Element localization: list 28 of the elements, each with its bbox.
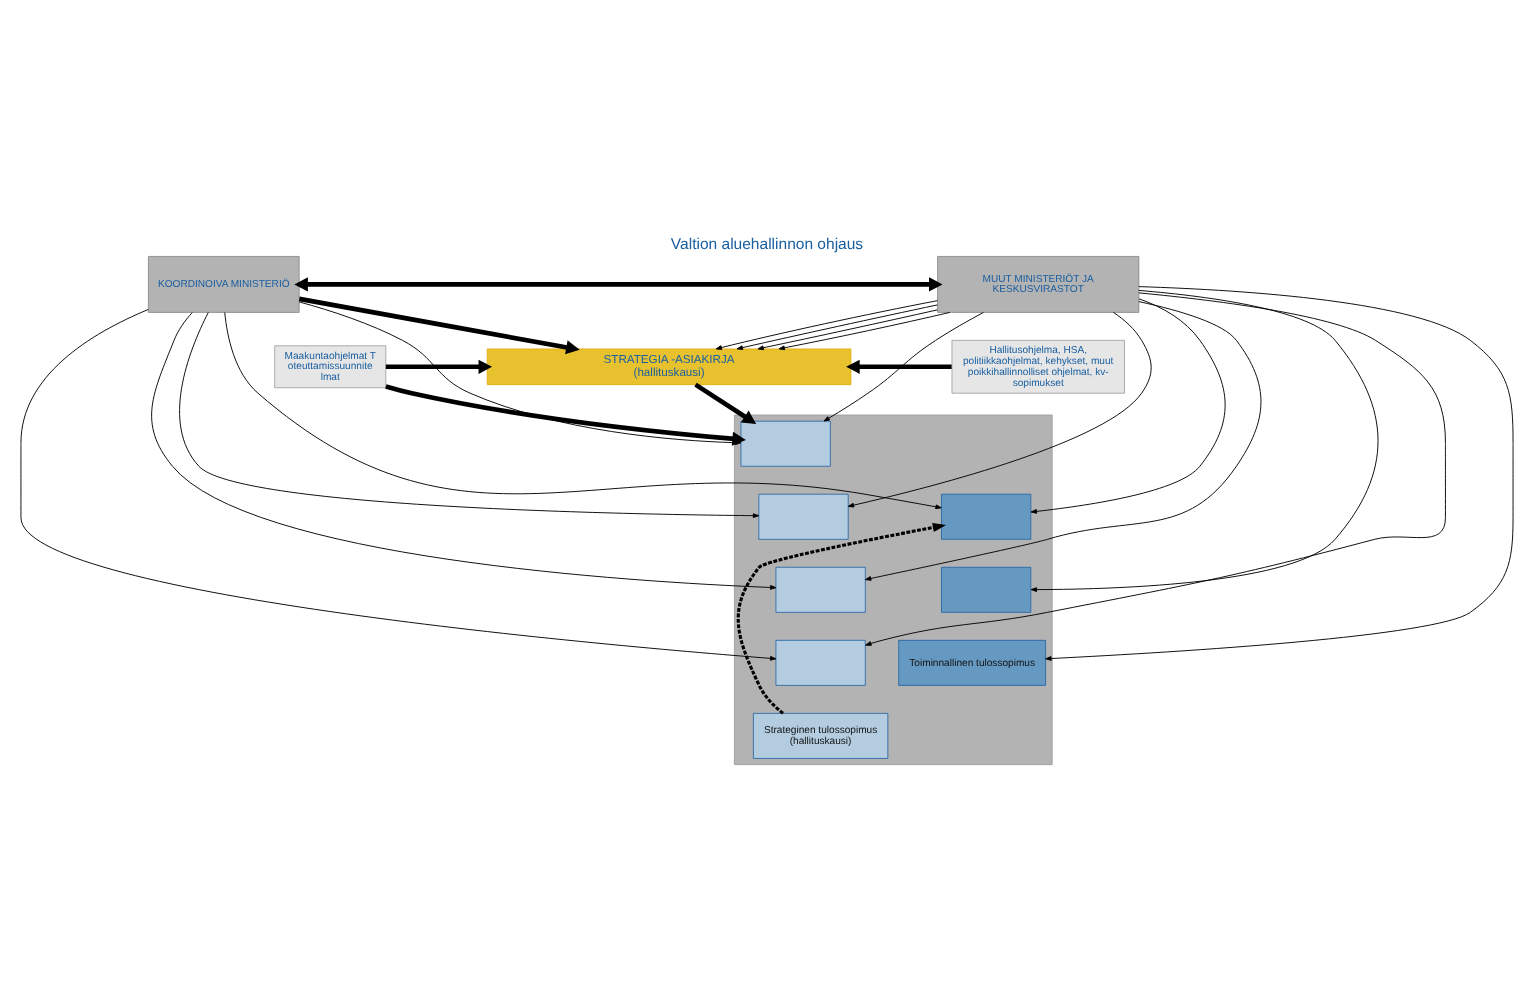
node-box	[740, 420, 831, 467]
node-box	[775, 639, 866, 686]
arrow	[20, 309, 777, 661]
arrow	[715, 300, 938, 350]
diagram-title: Valtion aluehallinnon ohjaus	[670, 234, 864, 253]
arrow	[864, 301, 1262, 581]
arrow	[694, 382, 757, 424]
arrow	[298, 296, 580, 355]
arrow	[179, 312, 760, 519]
node-box	[941, 493, 1032, 540]
arrow	[1045, 286, 1514, 661]
node-box	[775, 566, 866, 613]
arrow	[823, 311, 984, 422]
arrow	[847, 311, 1152, 508]
arrow	[736, 522, 947, 715]
node-box	[758, 493, 849, 540]
arrow	[1030, 289, 1379, 592]
arrow	[151, 312, 777, 590]
arrow	[865, 292, 1446, 646]
arrow	[757, 309, 938, 351]
arrow	[294, 277, 943, 292]
arrow	[385, 359, 493, 374]
arrow	[736, 304, 938, 350]
arrow	[778, 311, 951, 351]
node-box	[941, 566, 1032, 613]
arrow	[1030, 298, 1226, 514]
arrow	[224, 312, 942, 510]
arrow	[846, 359, 952, 374]
